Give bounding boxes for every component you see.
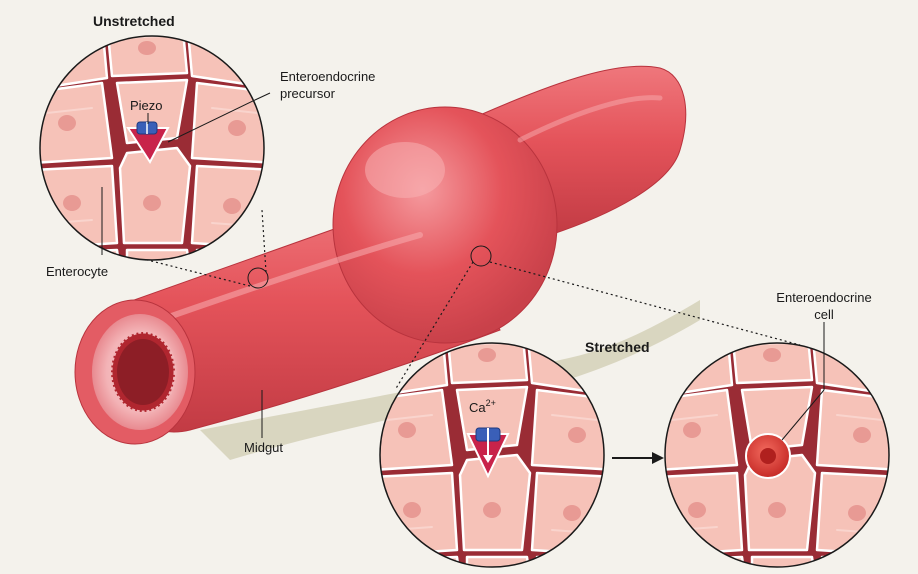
enterocyte-label: Enterocyte: [46, 264, 108, 279]
precursor-label-line2: precursor: [280, 86, 336, 101]
ee-cell-label-line2: cell: [814, 307, 834, 322]
piezo-label: Piezo: [130, 98, 163, 113]
precursor-label-line1: Enteroendocrine: [280, 69, 375, 84]
midgut-label: Midgut: [244, 440, 283, 455]
ee-cell-label-line1: Enteroendocrine: [776, 290, 871, 305]
stretched-title: Stretched: [585, 339, 650, 355]
unstretched-title: Unstretched: [93, 13, 175, 29]
